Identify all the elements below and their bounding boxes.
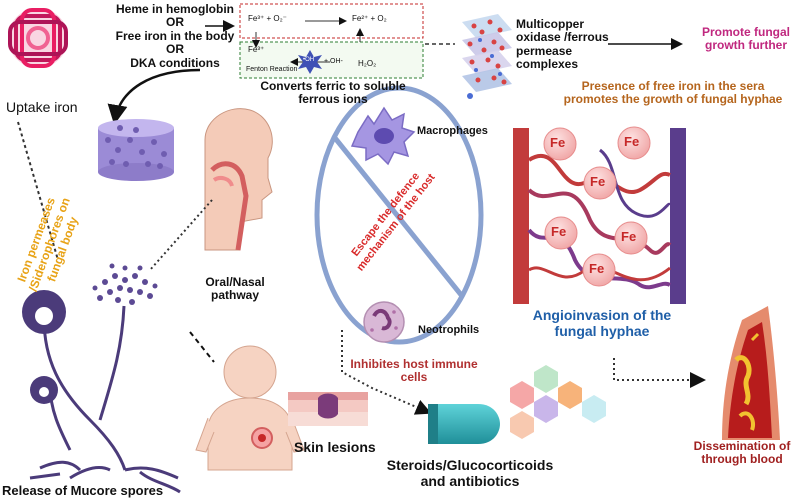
fe-particle-1 [543,127,577,161]
inhibites-label: Inhibites host immune cells [340,357,488,385]
reaction-top-right: Fe²⁺ + O₂ [352,14,387,23]
fe-text-4: Fe [551,224,567,239]
dissemination-label: Dissemination of through blood [676,439,808,467]
angioinvasion-label: Angioinvasion of the fungal hyphae [504,307,700,339]
hyphae-cylinder-icon [98,119,174,181]
dissemination-line-2: through blood [701,452,783,467]
hexagon-cluster-icon [510,365,606,439]
multicopper-label: Multicopper oxidase /ferrous permease co… [516,17,609,72]
spore-cluster-icon [92,263,158,305]
sporangium-icons [22,290,66,404]
immune-ellipse [314,85,484,345]
promote-label: Promote fungal growth further [685,25,807,53]
angio-line-1: Angioinvasion of the [532,307,672,323]
multicopper-line-1: Multicopper [516,17,584,31]
fe-text-6: Fe [589,261,605,276]
child-body-icon [195,345,305,471]
fe-text-5: Fe [621,229,637,244]
oral-nasal-line-1: Oral/Nasal [205,275,265,289]
permease-layer-icon [462,14,512,99]
steroids-label: Steroids/Glucocorticoids and antibiotics [360,457,580,489]
multicopper-line-2: oxidase /ferrous [516,30,609,45]
reaction-bottom-right: H₂O₂ [358,59,377,68]
reaction-box-bottom [239,41,424,79]
neutrophil-icon [363,301,405,343]
inhibites-line-2: cells [400,370,428,385]
macrophage-icon [350,106,416,166]
fe-particle-2 [617,126,651,160]
angio-line-2: fungal hyphae [554,322,650,339]
mucor-fungus-icon [29,305,181,494]
source-or-1: OR [166,15,184,30]
oral-nasal-line-2: pathway [210,288,259,303]
fenton-reaction-label: Fenton Reaction [246,66,298,73]
iron-sources-text: Heme in hemoglobin OR Free iron in the b… [100,2,250,70]
hydroxyl-radical-icon [298,50,322,74]
reaction-bottom-left: Fe³⁺ [248,45,265,54]
source-dka: DKA conditions [130,55,220,70]
fe-text-3: Fe [590,174,606,189]
promote-line-2: growth further [705,38,787,53]
capsule-icon [428,404,500,444]
skin-lesions-label: Skin lesions [294,439,376,455]
steroids-line-2: and antibiotics [420,472,520,489]
multicopper-line-4: complexes [516,57,579,72]
source-free-iron: Free iron in the body [115,28,235,43]
macrophages-label: Macrophages [417,125,488,137]
fe-particle-3 [583,166,617,200]
reaction-radical: •OH [303,57,315,63]
free-iron-sera-label: Presence of free iron in the sera promot… [540,79,806,107]
iron-cluster-icon [8,8,68,68]
inhibites-line-1: Inhibites host immune [350,357,478,371]
fe-particle-5 [614,221,648,255]
converts-line-2: ferrous ions [298,92,368,107]
dissemination-line-1: Dissemination of [693,439,791,453]
source-or-2: OR [166,42,184,57]
promote-line-1: Promote fungal [701,25,790,39]
converts-line-1: Converts ferric to soluble [260,79,406,93]
source-heme: Heme in hemoglobin [115,2,234,16]
artery-clot-icon [722,306,780,440]
neutrophils-label: Neotrophils [418,324,480,336]
fe-text-1: Fe [550,135,566,150]
reaction-bottom-mid: + OH- [324,58,343,65]
head-profile-icon [204,108,273,251]
fe-particle-4 [544,216,578,250]
steroids-line-1: Steroids/Glucocorticoids [386,457,554,473]
fe-particle-6 [582,253,616,287]
converts-label: Converts ferric to soluble ferrous ions [240,79,426,107]
fe-particles [543,126,651,287]
oral-nasal-label: Oral/Nasal pathway [190,275,280,303]
reaction-top-left: Fe³⁺ + O₂⁻ [248,14,287,23]
free-iron-line-1: Presence of free iron in the sera [581,79,765,93]
release-spores-label: Release of Mucore spores [2,483,164,498]
free-iron-line-2: promotes the growth of fungal hyphae [563,92,783,107]
fe-text-2: Fe [624,134,640,149]
multicopper-line-3: permease [516,43,573,58]
uptake-iron-label: Uptake iron [6,99,78,115]
skin-layer-icon [288,392,368,426]
